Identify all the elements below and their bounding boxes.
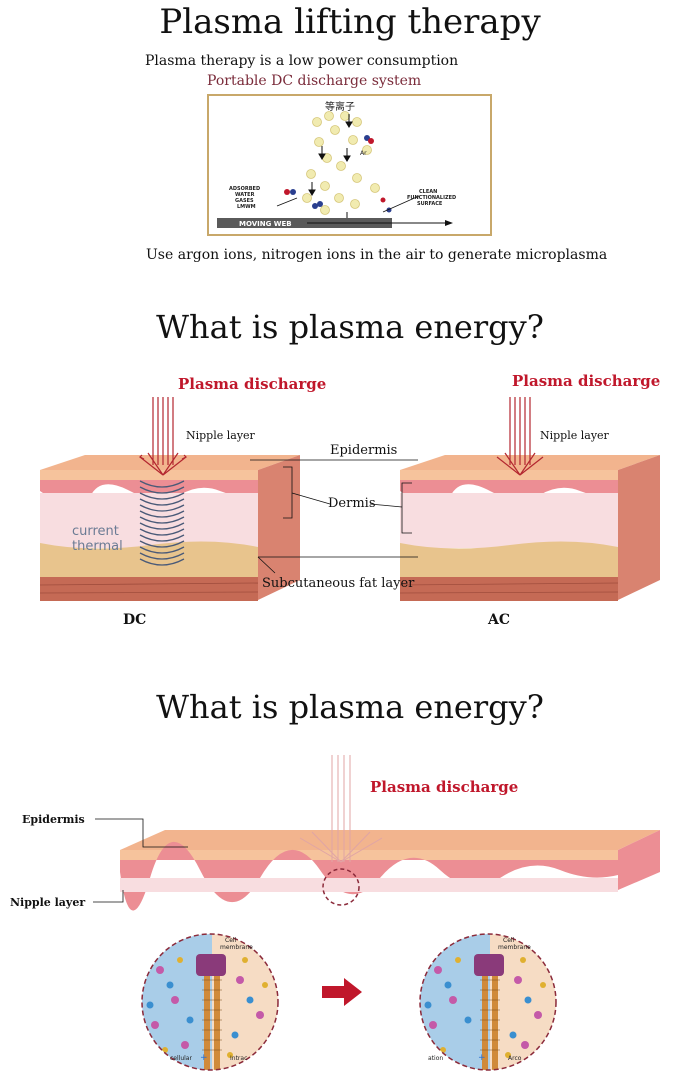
svg-text:FUNCTIONALIZED: FUNCTIONALIZED	[407, 195, 456, 201]
svg-text:GASES: GASES	[235, 198, 254, 204]
svg-text:Arco: Arco	[508, 1055, 522, 1062]
svg-text:membrane: membrane	[498, 944, 531, 951]
svg-text:+: +	[200, 1053, 208, 1063]
cell-tiny-labels: Cell membrane Cell membrane cellular Int…	[170, 937, 531, 1062]
svg-text:WATER: WATER	[235, 192, 255, 198]
plasma-discharge-right: Plasma discharge	[512, 372, 661, 390]
ac-discharge-arrows	[496, 397, 544, 476]
current-label: current	[72, 524, 119, 539]
svg-text:CLEAN: CLEAN	[419, 189, 437, 195]
epidermis-label: Epidermis	[330, 443, 398, 458]
moving-web-label: MOVING WEB	[239, 220, 292, 228]
skin-layers-diagram	[39, 397, 660, 601]
dc-label: DC	[123, 612, 147, 628]
caption-ions: Use argon ions, nitrogen ions in the air…	[146, 247, 608, 263]
nipple-layer-right: Nipple layer	[540, 429, 609, 442]
focus-circle	[322, 868, 360, 906]
slab-callouts	[93, 818, 188, 903]
svg-text:SURFACE: SURFACE	[417, 201, 443, 207]
thermal-label: thermal	[72, 539, 123, 554]
page-title: Plasma lifting therapy	[159, 2, 541, 42]
svg-text:Ar: Ar	[360, 150, 367, 157]
subtitle: Plasma therapy is a low power consumptio…	[145, 53, 459, 69]
fat-layer-label: Subcutaneous fat layer	[262, 576, 415, 591]
svg-text:LMWM: LMWM	[237, 204, 256, 210]
cell-membrane-diagrams: Cell membrane Cell membrane cellular Int…	[141, 933, 557, 1071]
svg-text:Intrac: Intrac	[230, 1055, 247, 1062]
transition-arrow	[322, 978, 362, 1006]
svg-text:cellular: cellular	[170, 1055, 192, 1062]
dermis-label: Dermis	[328, 496, 376, 511]
molecules	[284, 135, 392, 213]
nipple-layer-label-3: Nipple layer	[10, 896, 86, 909]
section-title-energy-2: What is plasma energy?	[156, 688, 544, 726]
svg-text:ADSORBED: ADSORBED	[229, 186, 260, 192]
section-title-energy: What is plasma energy?	[156, 308, 544, 346]
svg-text:membrane: membrane	[220, 944, 253, 951]
cell-after	[420, 934, 556, 1070]
dc-skin-block	[39, 397, 300, 601]
discharge-lines-3	[299, 755, 383, 863]
skin-slab-diagram	[93, 755, 660, 911]
svg-text:+: +	[478, 1053, 486, 1063]
dc-discharge-arrows	[138, 397, 188, 476]
current-thermal-waves	[139, 480, 185, 566]
plasma-discharge-left: Plasma discharge	[178, 375, 327, 393]
svg-text:ation: ation	[428, 1055, 443, 1062]
callout-lines	[250, 459, 418, 574]
moving-web-belt	[217, 218, 392, 228]
epidermis-label-3: Epidermis	[22, 813, 85, 826]
ac-label: AC	[488, 612, 511, 628]
svg-text:Cell: Cell	[225, 937, 237, 944]
svg-text:Cell: Cell	[503, 937, 515, 944]
ac-skin-block	[399, 397, 660, 601]
diagram-top-label: 等离子	[325, 100, 355, 113]
nipple-layer-left: Nipple layer	[186, 429, 255, 442]
plasma-discharge-3: Plasma discharge	[370, 778, 519, 796]
cell-before	[142, 934, 278, 1070]
subtitle-system: Portable DC discharge system	[207, 73, 422, 89]
